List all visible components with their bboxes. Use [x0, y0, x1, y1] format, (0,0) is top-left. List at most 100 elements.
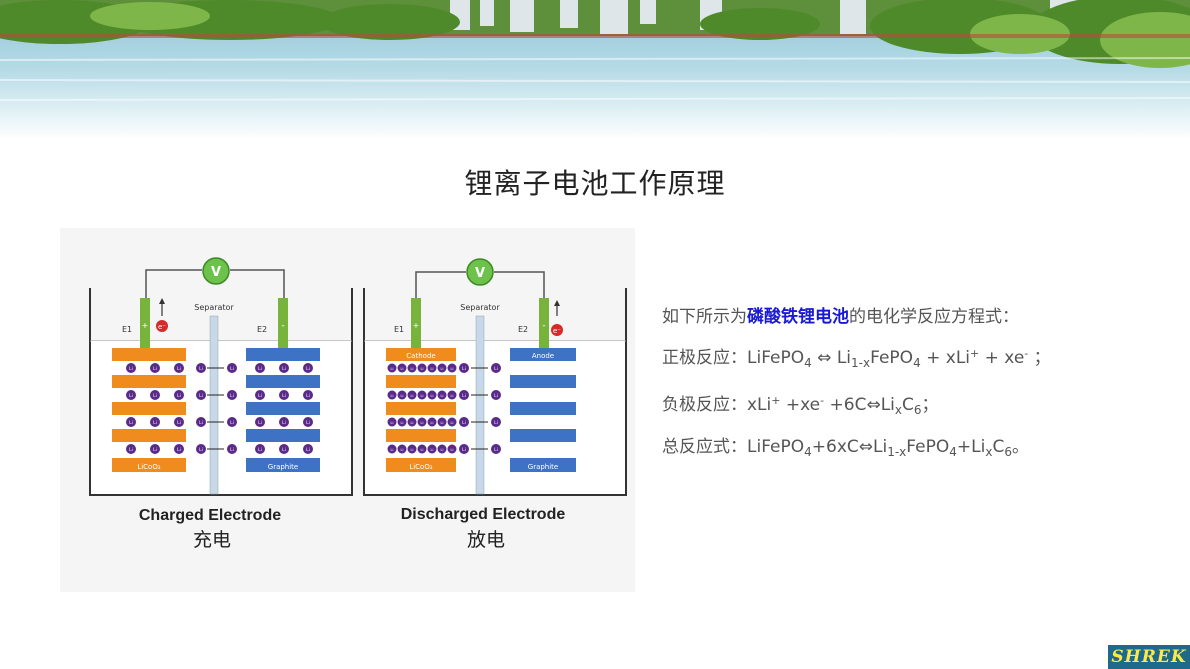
li-ion-label: Li	[411, 421, 414, 425]
li-ion-label: Li	[494, 447, 498, 453]
li-ion-label: Li	[431, 421, 434, 425]
total-reaction: 总反应式：LiFePO4+6xC⇔Li1-xFePO4+LixC6。	[662, 437, 1029, 459]
cathode-label: Cathode	[406, 352, 435, 360]
li-ion-label: Li	[129, 366, 133, 372]
li-ion-label: Li	[441, 367, 444, 371]
shrek-logo: SHREK	[1108, 645, 1190, 669]
li-ion-label: Li	[153, 420, 157, 426]
e2-label: E2	[518, 325, 528, 334]
li-ion-label: Li	[441, 421, 444, 425]
li-ion-label: Li	[462, 366, 466, 372]
discharged-cell: V + - E1 E2 e⁻ Separator Cathode LiCoO₂	[363, 258, 627, 551]
li-ion-label: Li	[421, 394, 424, 398]
positive-label: 正极反应：	[662, 348, 747, 368]
header-banner	[0, 0, 1190, 140]
li-ion-label: Li	[199, 366, 203, 372]
li-ion-label: Li	[306, 447, 310, 453]
li-ion-label: Li	[306, 393, 310, 399]
li-ion-label: Li	[421, 421, 424, 425]
negative-reaction: 负极反应：xLi+ +xe- +6C⇔LixC6；	[662, 394, 939, 417]
li-ion-label: Li	[199, 393, 203, 399]
voltmeter-label: V	[475, 266, 485, 281]
li-ion-label: Li	[282, 366, 286, 372]
li-ion-label: Li	[391, 367, 394, 371]
minus-sign: -	[542, 321, 545, 331]
total-label: 总反应式：	[662, 437, 747, 457]
li-ion-label: Li	[129, 393, 133, 399]
li-ion-label: Li	[199, 447, 203, 453]
li-ion-label: Li	[462, 420, 466, 426]
battery-diagram: V + - E1 E2 e⁻ Separator LiCoO₂	[60, 228, 635, 592]
electron-icon: e⁻	[553, 327, 561, 335]
li-ion-label: Li	[411, 448, 414, 452]
li-ion-label: Li	[177, 366, 181, 372]
li-ion-label: Li	[401, 448, 404, 452]
li-ion-label: Li	[441, 448, 444, 452]
licoo2-label: LiCoO₂	[137, 463, 161, 471]
slide-title: 锂离子电池工作原理	[464, 167, 726, 200]
li-ion-label: Li	[306, 366, 310, 372]
charged-cell: V + - E1 E2 e⁻ Separator LiCoO₂	[89, 257, 353, 551]
li-ion-label: Li	[391, 448, 394, 452]
charged-caption: Charged Electrode	[139, 507, 281, 524]
li-ion-label: Li	[391, 421, 394, 425]
li-ion-label: Li	[230, 393, 234, 399]
li-ion-label: Li	[153, 393, 157, 399]
li-ion-label: Li	[401, 394, 404, 398]
li-ion-label: Li	[177, 420, 181, 426]
li-ion-label: Li	[306, 420, 310, 426]
e2-label: E2	[257, 325, 267, 334]
li-ion-label: Li	[494, 366, 498, 372]
li-ion-label: Li	[441, 394, 444, 398]
li-ion-label: Li	[258, 393, 262, 399]
separator-label: Separator	[460, 303, 500, 312]
intro-prefix: 如下所示为	[662, 307, 747, 327]
intro-suffix: 的电化学反应方程式：	[849, 307, 1019, 327]
li-ion-label: Li	[421, 367, 424, 371]
li-ion-label: Li	[401, 367, 404, 371]
li-ion-label: Li	[129, 447, 133, 453]
li-ion-label: Li	[451, 367, 454, 371]
li-ion-label: Li	[462, 393, 466, 399]
li-ion-label: Li	[494, 393, 498, 399]
separator-label: Separator	[194, 303, 234, 312]
li-ion-label: Li	[431, 448, 434, 452]
li-ion-label: Li	[462, 447, 466, 453]
li-ion-label: Li	[451, 448, 454, 452]
li-ion-label: Li	[177, 447, 181, 453]
discharged-caption-cn: 放电	[467, 529, 505, 551]
charged-caption-cn: 充电	[193, 529, 231, 551]
li-ion-label: Li	[258, 447, 262, 453]
li-ion-label: Li	[451, 394, 454, 398]
intro-line: 如下所示为磷酸铁锂电池的电化学反应方程式：	[662, 302, 1019, 327]
minus-sign: -	[281, 321, 284, 331]
graphite-label: Graphite	[528, 463, 558, 471]
li-ion-label: Li	[282, 420, 286, 426]
li-ion-label: Li	[258, 420, 262, 426]
voltmeter-label: V	[211, 265, 221, 280]
li-ion-label: Li	[431, 394, 434, 398]
plus-sign: +	[142, 321, 149, 330]
li-ion-label: Li	[129, 420, 133, 426]
li-ion-label: Li	[411, 394, 414, 398]
e1-label: E1	[394, 325, 404, 334]
li-ion-label: Li	[282, 447, 286, 453]
li-ion-label: Li	[451, 421, 454, 425]
discharged-caption: Discharged Electrode	[401, 506, 566, 523]
electron-icon: e⁻	[158, 323, 166, 331]
li-ion-label: Li	[411, 367, 414, 371]
li-ion-label: Li	[199, 420, 203, 426]
li-ion-label: Li	[153, 366, 157, 372]
li-ion-label: Li	[282, 393, 286, 399]
li-ion-label: Li	[230, 447, 234, 453]
plus-sign: +	[413, 321, 420, 330]
graphite-label: Graphite	[268, 463, 298, 471]
li-ion-label: Li	[391, 394, 394, 398]
intro-highlight: 磷酸铁锂电池	[747, 307, 849, 327]
li-ion-label: Li	[258, 366, 262, 372]
licoo2-label: LiCoO₂	[409, 463, 433, 471]
positive-reaction: 正极反应：LiFePO4 ⇔ Li1-xFePO4 + xLi+ + xe- ；	[662, 347, 1051, 370]
anode-label: Anode	[532, 352, 554, 360]
e1-label: E1	[122, 325, 132, 334]
li-ion-label: Li	[431, 367, 434, 371]
